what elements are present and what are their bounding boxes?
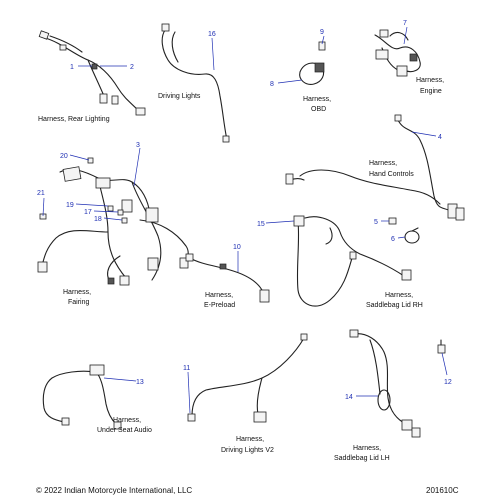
callout-17: 17 xyxy=(84,209,92,216)
driving-lights-v2-harness xyxy=(187,333,308,423)
callout-19: 19 xyxy=(66,202,74,209)
callout-7: 7 xyxy=(403,20,407,27)
caption-engine-line2: Engine xyxy=(420,88,442,95)
caption-obd-line1: Harness, xyxy=(303,96,331,103)
caption-hand-controls-line1: Harness, xyxy=(369,160,397,167)
copyright-text: © 2022 Indian Motorcycle International, … xyxy=(36,486,192,495)
caption-e-preload-line2: E-Preload xyxy=(204,302,235,309)
engine-harness xyxy=(374,29,421,77)
caption-under-seat-line2: Under Seat Audio xyxy=(97,427,152,434)
caption-e-preload-line1: Harness, xyxy=(205,292,233,299)
fairing-harness xyxy=(37,157,189,286)
callout-5: 5 xyxy=(374,219,378,226)
callout-12: 12 xyxy=(444,379,452,386)
clip-part xyxy=(388,217,397,225)
caption-fairing-line1: Harness, xyxy=(63,289,91,296)
callout-numbers: 1 2 16 9 8 7 4 3 20 21 19 17 18 15 5 6 1… xyxy=(37,20,452,401)
leader-lines xyxy=(42,26,448,414)
captions: Harness, Rear Lighting Driving Lights Ha… xyxy=(38,77,444,462)
rear-lighting-harness xyxy=(38,30,146,116)
callout-16: 16 xyxy=(208,31,216,38)
footer: © 2022 Indian Motorcycle International, … xyxy=(36,486,459,495)
driving-lights-harness xyxy=(161,23,230,143)
callout-1: 1 xyxy=(70,64,74,71)
callout-3: 3 xyxy=(136,142,140,149)
caption-under-seat-line1: Harness, xyxy=(113,417,141,424)
saddlebag-lid-rh-harness xyxy=(293,215,412,307)
callout-9: 9 xyxy=(320,29,324,36)
callout-15: 15 xyxy=(257,221,265,228)
caption-driving-lights: Driving Lights xyxy=(158,93,201,100)
hand-controls-harness xyxy=(285,114,465,221)
obd-harness xyxy=(299,41,326,85)
callout-14: 14 xyxy=(345,394,353,401)
caption-saddlebag-rh-line2: Saddlebag Lid RH xyxy=(366,302,423,309)
tie-strap-part xyxy=(404,227,420,244)
callout-20: 20 xyxy=(60,153,68,160)
callout-4: 4 xyxy=(438,134,442,141)
saddlebag-lid-lh-harness xyxy=(349,329,421,438)
callout-8: 8 xyxy=(270,81,274,88)
callout-10: 10 xyxy=(233,244,241,251)
callout-18: 18 xyxy=(94,216,102,223)
caption-saddlebag-lh-line2: Saddlebag Lid LH xyxy=(334,455,390,462)
drawing-number: 201610C xyxy=(426,486,459,495)
callout-6: 6 xyxy=(391,236,395,243)
callout-2: 2 xyxy=(130,64,134,71)
caption-fairing-line2: Fairing xyxy=(68,299,90,306)
caption-obd-line2: OBD xyxy=(311,106,326,113)
e-preload-harness xyxy=(185,253,270,303)
caption-rear-lighting: Harness, Rear Lighting xyxy=(38,116,110,123)
caption-saddlebag-rh-line1: Harness, xyxy=(385,292,413,299)
callout-13: 13 xyxy=(136,379,144,386)
caption-saddlebag-lh-line1: Harness, xyxy=(353,445,381,452)
connector-part xyxy=(437,339,446,354)
caption-driving-v2-line2: Driving Lights V2 xyxy=(221,447,274,454)
caption-driving-v2-line1: Harness, xyxy=(236,436,264,443)
callout-11: 11 xyxy=(183,365,190,372)
callout-21: 21 xyxy=(37,190,45,197)
caption-engine-line1: Harness, xyxy=(416,77,444,84)
under-seat-audio-harness xyxy=(42,364,122,430)
caption-hand-controls-line2: Hand Controls xyxy=(369,171,414,178)
